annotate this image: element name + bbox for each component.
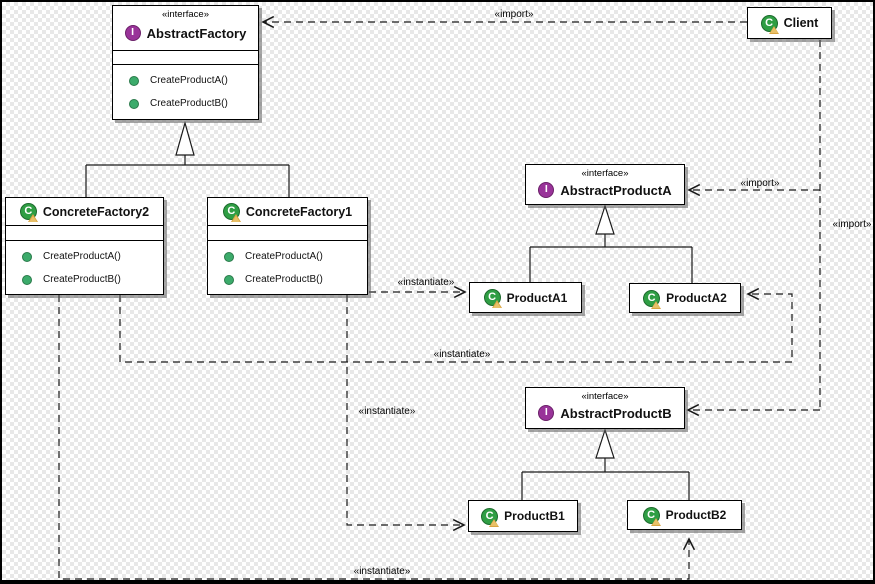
stereotype-label: «interface» (161, 9, 209, 20)
edge-label-instantiate-productb1: «instantiate» (358, 406, 416, 417)
edge-label-instantiate-productb2: «instantiate» (353, 566, 411, 577)
method-icon (129, 75, 139, 86)
class-box-producta1[interactable]: C ProductA1 (469, 282, 582, 313)
class-icon: C (483, 289, 502, 308)
stereotype-label: «interface» (581, 391, 629, 402)
class-name: ProductB2 (665, 508, 727, 522)
interface-icon: I (124, 25, 141, 41)
triangle-arrow-abstractproducta (595, 204, 615, 235)
edge-generalization-factories (85, 155, 290, 197)
edge-label-import-abstractproductb: «import» (832, 219, 872, 230)
class-name: AbstractProductB (560, 405, 672, 421)
attributes-compartment (208, 225, 367, 240)
edge-label-instantiate-producta2: «instantiate» (433, 349, 491, 360)
class-name: AbstractFactory (146, 25, 247, 41)
class-icon: C (760, 14, 779, 34)
class-name: ProductA2 (666, 291, 727, 305)
method-label: CreateProductB() (43, 274, 121, 285)
edge-generalization-producta (529, 234, 693, 283)
stereotype-label: «interface» (581, 168, 629, 179)
class-name: ConcreteFactory2 (42, 204, 150, 219)
method-icon (224, 251, 234, 262)
attributes-compartment (113, 50, 258, 64)
class-icon: C (481, 507, 500, 527)
triangle-arrow-abstractfactory (175, 120, 195, 156)
class-icon: C (222, 203, 241, 222)
method-label: CreateProductB() (150, 98, 228, 109)
method-item: CreateProductA() (113, 69, 258, 92)
method-icon (22, 274, 32, 285)
edge-factory2-instantiate-productb2 (58, 295, 696, 580)
class-icon: C (642, 506, 661, 526)
edge-label-import-abstractfactory: «import» (494, 9, 534, 20)
class-name: Client (783, 16, 819, 30)
methods-compartment: CreateProductA() CreateProductB() (208, 240, 367, 292)
interface-icon: I (538, 182, 555, 198)
method-icon (129, 98, 139, 109)
method-label: CreateProductA() (43, 251, 121, 262)
class-name: ProductB1 (504, 509, 565, 523)
class-box-productb2[interactable]: C ProductB2 (627, 500, 742, 530)
edge-factory1-instantiate-productb1 (346, 295, 466, 532)
interface-icon: I (538, 405, 555, 421)
class-box-concretefactory2[interactable]: C ConcreteFactory2 CreateProductA() Crea… (5, 197, 164, 295)
method-item: CreateProductB() (208, 268, 367, 291)
class-icon: C (643, 289, 662, 309)
class-name: ConcreteFactory1 (245, 204, 353, 219)
edge-factory2-instantiate-producta2 (119, 287, 793, 363)
method-item: CreateProductA() (6, 245, 163, 268)
method-label: CreateProductA() (245, 251, 323, 262)
method-item: CreateProductB() (6, 268, 163, 291)
class-box-client[interactable]: C Client (747, 7, 832, 39)
class-box-abstractproducta[interactable]: «interface» I AbstractProductA (525, 164, 685, 205)
class-name: AbstractProductA (560, 182, 672, 198)
method-label: CreateProductB() (245, 274, 323, 285)
class-icon: C (19, 203, 38, 222)
class-name: ProductA1 (506, 290, 568, 305)
method-icon (22, 251, 32, 262)
class-box-producta2[interactable]: C ProductA2 (629, 283, 741, 313)
class-box-concretefactory1[interactable]: C ConcreteFactory1 CreateProductA() Crea… (207, 197, 368, 295)
class-box-productb1[interactable]: C ProductB1 (468, 500, 578, 532)
edge-generalization-productb (521, 458, 690, 500)
attributes-compartment (6, 225, 163, 240)
triangle-arrow-abstractproductb (595, 428, 615, 459)
methods-compartment: CreateProductA() CreateProductB() (113, 64, 258, 117)
edge-label-import-abstractproducta: «import» (740, 178, 780, 189)
edge-label-instantiate-producta1: «instantiate» (397, 277, 455, 288)
method-item: CreateProductB() (113, 92, 258, 115)
method-label: CreateProductA() (150, 75, 228, 86)
class-box-abstractproductb[interactable]: «interface» I AbstractProductB (525, 387, 685, 429)
class-box-abstractfactory[interactable]: «interface» I AbstractFactory CreateProd… (112, 5, 259, 120)
method-item: CreateProductA() (208, 245, 367, 268)
method-icon (224, 274, 234, 285)
methods-compartment: CreateProductA() CreateProductB() (6, 240, 163, 292)
